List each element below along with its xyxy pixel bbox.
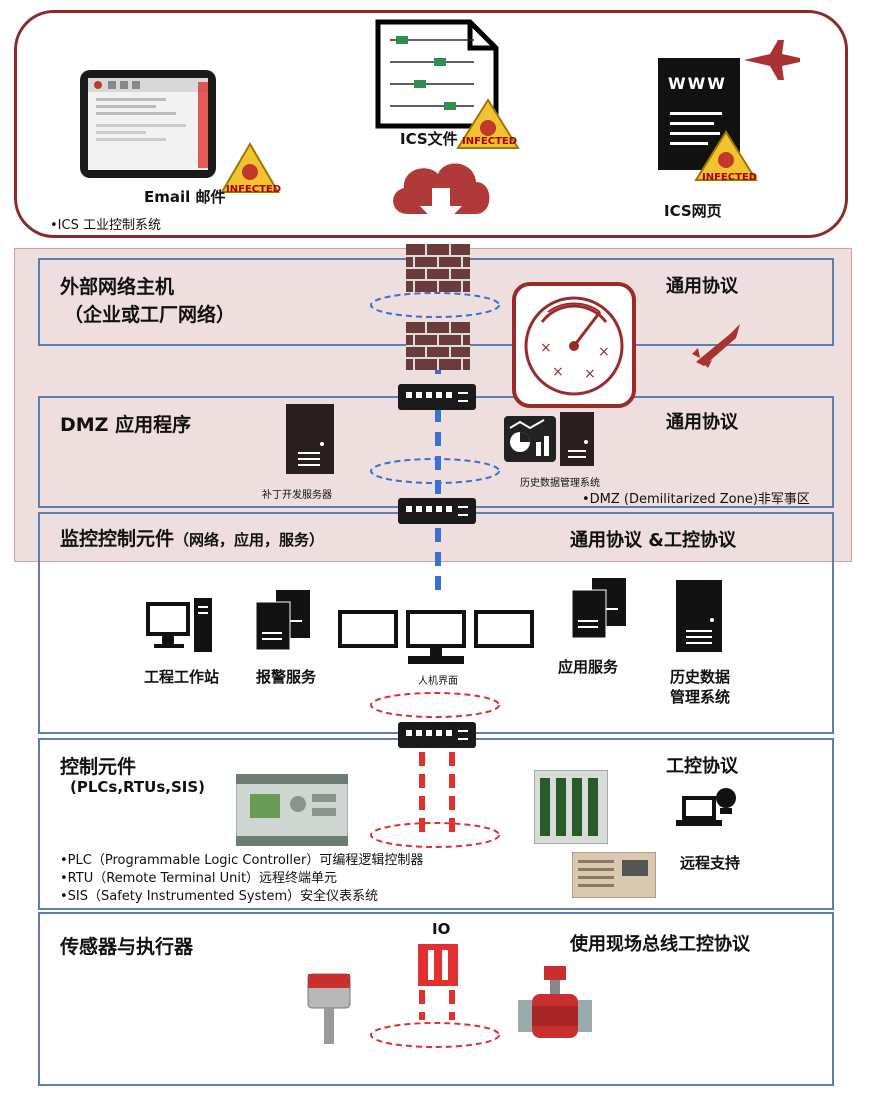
history-label-line2: 管理系统 xyxy=(670,688,731,706)
server-tower-icon xyxy=(560,412,594,466)
fighter-jet-icon xyxy=(740,36,804,84)
infected-warning-icon xyxy=(220,142,280,194)
supervisory-layer-title: 监控控制元件（网络，应用，服务） xyxy=(60,524,324,551)
svg-text:×: × xyxy=(540,340,552,356)
field-layer-protocol: 使用现场总线工控协议 xyxy=(570,934,750,955)
plc-device-icon xyxy=(235,773,349,847)
app-service-label: 应用服务 xyxy=(558,658,619,676)
remote-support-label: 远程支持 xyxy=(680,854,741,872)
email-label: Email 邮件 xyxy=(144,188,226,206)
network-ring xyxy=(368,820,502,850)
alarm-service-label: 报警服务 xyxy=(256,668,317,686)
control-note-plc: •PLC（Programmable Logic Controller）可编程逻辑… xyxy=(60,853,424,868)
hmi-label: 人机界面 xyxy=(418,676,458,687)
history-label-line1: 历史数据 xyxy=(670,668,731,686)
external-layer-title: 外部网络主机 xyxy=(60,276,175,298)
ics-system-note: •ICS 工业控制系统 xyxy=(50,218,161,233)
network-switch-icon xyxy=(398,498,476,524)
www-text: WWW xyxy=(668,74,727,93)
io-block-icon xyxy=(418,944,458,990)
svg-text:×: × xyxy=(598,344,610,360)
ics-file-document-icon xyxy=(374,18,500,130)
attack-gauge-icon: ×××× xyxy=(512,282,636,408)
supervisory-title-suffix: （网络，应用，服务） xyxy=(174,531,325,549)
dmz-layer-title: DMZ 应用程序 xyxy=(60,414,192,436)
remote-support-laptop-icon xyxy=(676,784,740,836)
field-layer xyxy=(38,912,834,1086)
web-label: ICS网页 xyxy=(664,202,722,220)
rtu-rack-icon xyxy=(533,769,609,845)
network-ring xyxy=(368,290,502,320)
history-server-icon xyxy=(676,580,722,652)
external-layer-protocol: 通用协议 xyxy=(666,276,738,297)
email-window-icon xyxy=(78,68,218,180)
sensor-actuator-icon xyxy=(304,968,354,1048)
ics-file-infected-icon xyxy=(456,98,520,150)
control-layer-protocol: 工控协议 xyxy=(666,756,738,777)
cloud-download-icon xyxy=(386,152,496,230)
patch-server-label: 补丁开发服务器 xyxy=(262,490,332,501)
workstation-icon xyxy=(146,598,212,654)
hmi-monitors-icon xyxy=(338,610,534,666)
history-chart-icon xyxy=(504,416,556,462)
field-layer-title: 传感器与执行器 xyxy=(60,936,194,958)
flow-meter-icon xyxy=(514,966,596,1042)
app-server-icon xyxy=(571,578,628,640)
web-infected-icon xyxy=(694,130,758,182)
control-note-sis: •SIS（Safety Instrumented System）安全仪表系统 xyxy=(60,889,379,904)
workstation-label: 工程工作站 xyxy=(144,668,220,686)
external-layer-subtitle: （企业或工厂网络） xyxy=(64,304,236,326)
network-ring xyxy=(368,456,502,486)
svg-text:×: × xyxy=(552,364,564,380)
network-ring xyxy=(368,1020,502,1050)
email-infected-badge: INFECTED xyxy=(226,184,282,195)
supervisory-title-main: 监控控制元件 xyxy=(60,528,175,550)
missile-icon xyxy=(690,318,746,368)
history-system-label: 历史数据管理系统 xyxy=(520,478,600,489)
web-page-lines-icon xyxy=(670,108,728,148)
network-switch-icon xyxy=(398,384,476,410)
control-layer-subtitle: (PLCs,RTUs,SIS) xyxy=(70,778,205,796)
svg-text:×: × xyxy=(584,366,596,382)
control-note-rtu: •RTU（Remote Terminal Unit）远程终端单元 xyxy=(60,871,338,886)
dmz-layer-protocol: 通用协议 xyxy=(666,412,738,433)
network-switch-icon xyxy=(398,722,476,748)
web-infected-badge: INFECTED xyxy=(702,172,758,183)
server-tower-icon xyxy=(286,404,334,474)
firewall-icon xyxy=(406,244,470,292)
ics-file-infected-badge: INFECTED xyxy=(462,136,518,147)
network-ring xyxy=(368,690,502,720)
dmz-note: •DMZ (Demilitarized Zone)非军事区 xyxy=(582,492,810,507)
control-layer-title: 控制元件 xyxy=(60,756,137,778)
firewall-icon xyxy=(406,322,470,370)
sis-cabinet-icon xyxy=(571,851,657,899)
alarm-server-icon xyxy=(255,590,312,652)
io-label: IO xyxy=(432,920,451,938)
ics-file-label: ICS文件 xyxy=(400,130,458,148)
supervisory-layer-protocol: 通用协议 &工控协议 xyxy=(570,530,736,551)
